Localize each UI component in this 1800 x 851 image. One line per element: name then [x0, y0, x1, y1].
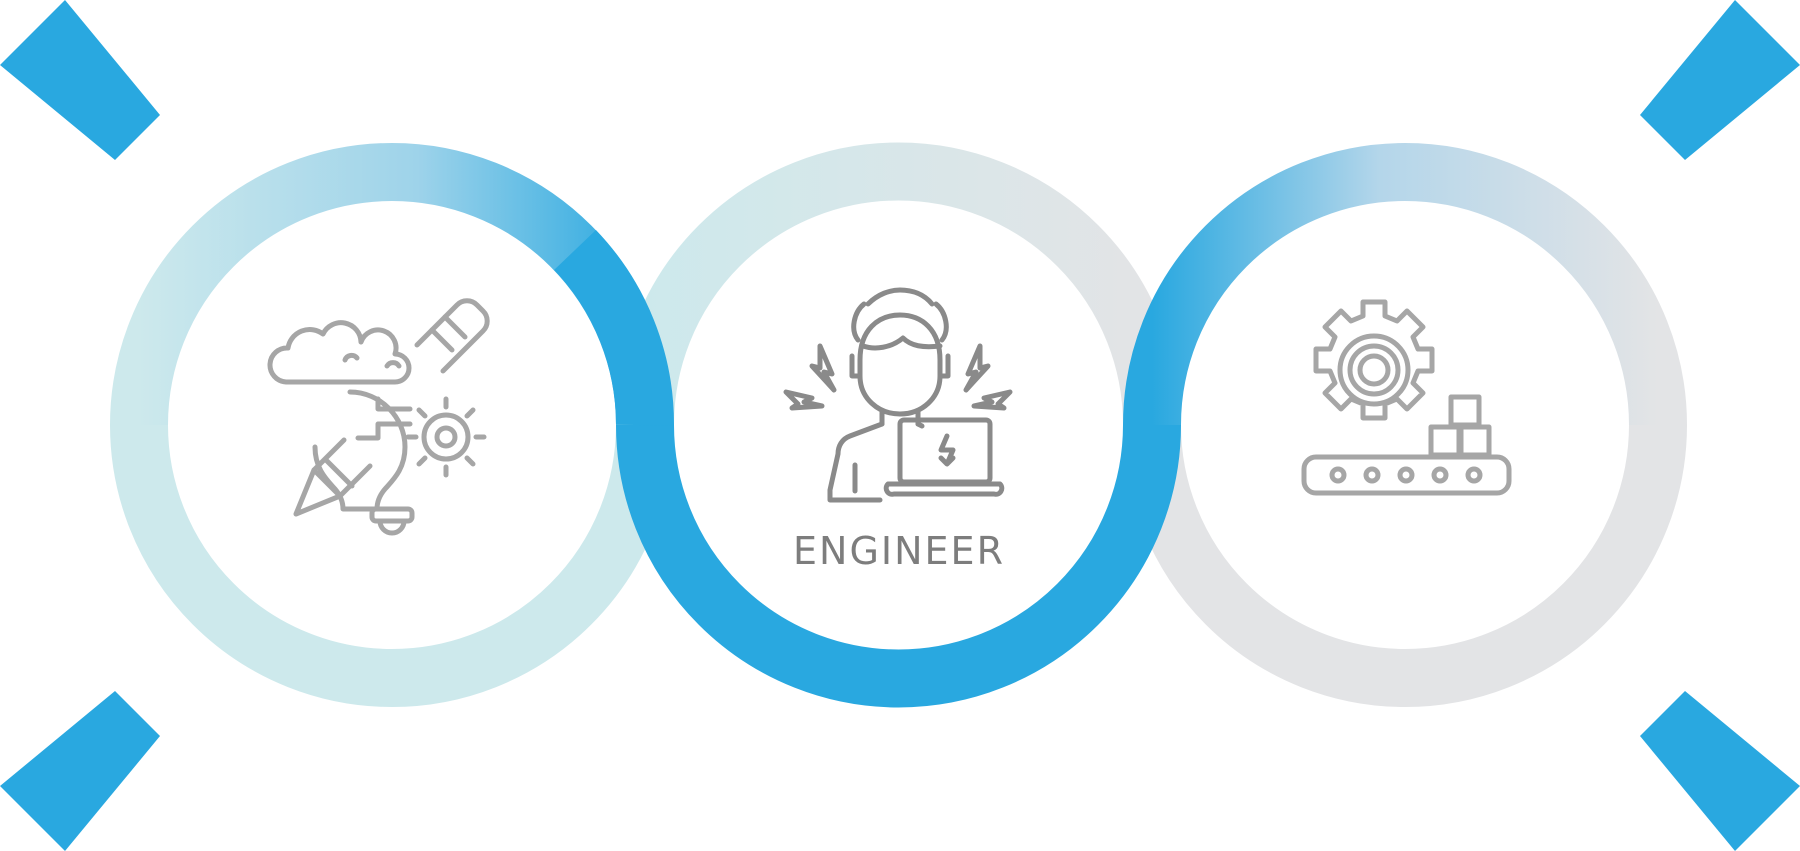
ring-step-3 — [1123, 143, 1687, 707]
ring-step-2 — [616, 142, 1181, 426]
ring-step-1-overlap — [553, 229, 675, 426]
step-3-disc — [1182, 202, 1628, 648]
corner-chevron-icon — [1640, 691, 1800, 851]
gear-conveyor-icon — [1301, 299, 1512, 496]
step-2-label: ENGINEER — [793, 529, 1005, 573]
creative-idea-icon — [267, 298, 490, 536]
corner-chevron-icon — [0, 0, 160, 160]
corner-chevron-icon — [0, 691, 160, 851]
corner-chevron-icon — [1640, 0, 1800, 160]
engineer-laptop-icon — [783, 287, 1013, 503]
ring-step-2-bottom — [616, 424, 1181, 708]
